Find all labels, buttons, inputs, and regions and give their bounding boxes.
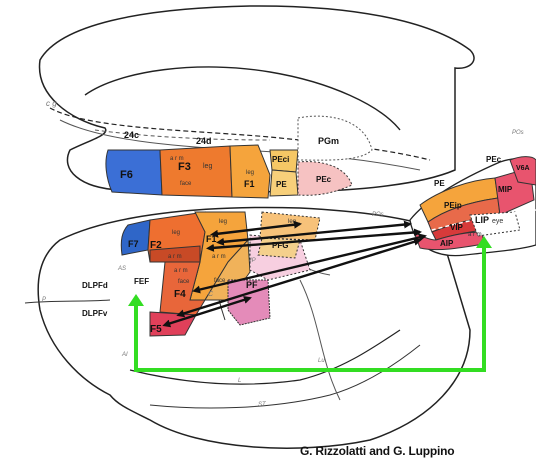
label-FEF: FEF: [134, 277, 149, 286]
medial-area-F3: [160, 146, 232, 197]
label-V6A: V6A: [516, 165, 530, 172]
label-PGm: PGm: [318, 136, 339, 146]
label-F2-leg: leg: [172, 230, 180, 236]
label-F6-medial: F6: [120, 169, 133, 181]
label-LIP-eye: eye: [492, 218, 503, 225]
label-24d: 24d: [196, 136, 212, 146]
label-F4: F4: [174, 289, 186, 300]
label-MIP: MIP: [498, 185, 513, 194]
label-F7: F7: [128, 239, 139, 249]
label-AS: AS: [117, 266, 126, 272]
label-PEc-parietal: PEc: [486, 155, 502, 164]
label-PEc-medial: PEc: [316, 175, 332, 184]
label-Lu: Lu: [318, 358, 325, 364]
label-AI: AI: [121, 352, 128, 358]
label-ST: ST: [258, 402, 267, 408]
label-PEci: PEci: [272, 155, 289, 164]
label-F4-face: face: [178, 279, 190, 285]
medial-view: c g 24c 24d F6 F3 leg a r m face F1 leg …: [40, 6, 475, 198]
label-F1-lateral: F1: [206, 234, 217, 244]
label-F5: F5: [150, 324, 162, 335]
label-F1-leg-lateral: leg: [219, 219, 227, 225]
label-DLPFv: DLPFv: [82, 309, 108, 318]
label-AIP: AIP: [440, 239, 454, 248]
label-F2-arm: a r m: [168, 254, 182, 260]
label-cg: c g: [46, 99, 57, 108]
label-F1-leg-medial: leg: [246, 170, 254, 176]
label-P: P: [42, 297, 46, 303]
label-parietal-arm: a r m: [468, 232, 482, 238]
label-LIP: LIP: [475, 215, 489, 225]
label-F4-arm: a r m: [174, 268, 188, 274]
label-F3-leg: leg: [203, 163, 212, 170]
label-F1-arm-lateral: a r m: [212, 254, 226, 260]
label-L: L: [238, 378, 241, 384]
credit-text: G. Rizzolatti and G. Luppino: [300, 444, 454, 458]
label-PF: PF: [246, 280, 258, 290]
label-F3: F3: [178, 161, 191, 173]
lateral-view: F7 F2 leg a r m F1 leg a r m face F4 a r…: [25, 207, 470, 448]
medial-area-F6: [106, 150, 162, 195]
label-F3-face: face: [180, 181, 192, 187]
label-PE-medial: PE: [276, 180, 287, 189]
label-VIP: VIP: [450, 223, 464, 232]
label-F1-medial: F1: [244, 179, 255, 189]
label-PE-parietal: PE: [434, 179, 445, 188]
label-F3-arm: a r m: [170, 156, 184, 162]
label-DLPFd: DLPFd: [82, 281, 108, 290]
label-POs-parietal: POs: [512, 130, 524, 136]
label-24c: 24c: [124, 130, 139, 140]
label-IP: IP: [250, 258, 256, 264]
label-F2: F2: [150, 240, 162, 251]
label-PEip: PEip: [444, 201, 462, 210]
label-POs-lateral: POs: [372, 212, 384, 218]
